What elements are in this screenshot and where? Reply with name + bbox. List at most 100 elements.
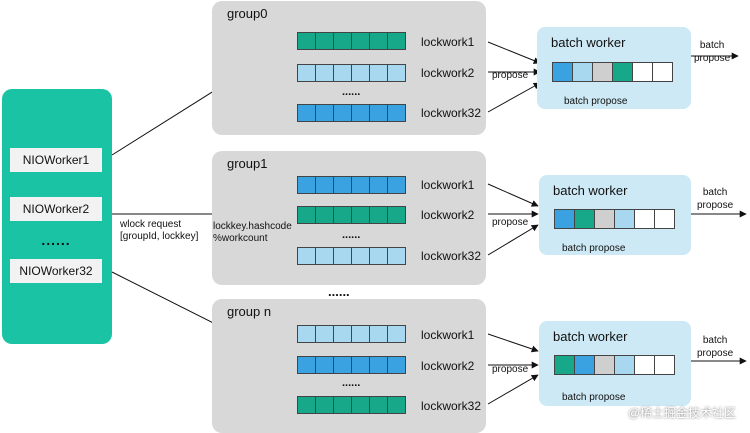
queue-cell [369,176,388,194]
queue-row [297,325,406,343]
queue-cell [369,396,388,414]
batch-output-n: batch propose [697,334,733,360]
batch-cell [552,62,573,82]
group-n: group n lockwork1 lockwork2 ...... lockw… [212,299,486,433]
propose-label-n: propose [492,364,529,375]
queue-cell [297,247,316,265]
lockwork-label: lockwork2 [421,66,475,80]
queue-cell [369,325,388,343]
queue-cell [315,325,334,343]
queue-cell [387,206,406,224]
lockwork-label: lockwork1 [421,35,475,49]
lockwork-label: lockwork1 [421,328,475,342]
batch-output-line2: propose [697,200,734,211]
batch-cell [554,355,575,375]
queue-cell [333,32,352,50]
batch-cell [654,355,675,375]
queue-cell [333,176,352,194]
between-groups-ellipsis: ...... [328,284,350,299]
batch-cells [554,355,675,375]
queue-cell [315,64,334,82]
queue-cell [369,206,388,224]
batch-cells [552,62,673,82]
batch-cells [554,209,675,229]
queue-cell [351,396,370,414]
nio-worker-panel: NIOWorker1 NIOWorker2 ...... NIOWorker32 [2,89,112,344]
queue-cell [387,396,406,414]
queue-cell [387,32,406,50]
queue-row [297,396,406,414]
lockwork-label: lockwork2 [421,359,475,373]
batch-cell [572,62,593,82]
queue-row [297,247,406,265]
arrow-g1-r3 [487,224,539,256]
queue-cell [369,247,388,265]
hash-label-line1: lockkey.hashcode [213,221,292,232]
queue-cell [369,32,388,50]
batch-propose-label: batch propose [562,392,626,403]
group-ellipsis: ...... [342,229,361,241]
queue-cell [351,176,370,194]
queue-cell [333,396,352,414]
batch-cell [614,355,635,375]
request-label-line1: wlock request [120,219,182,230]
batch-worker-title: batch worker [553,183,628,198]
group-title: group1 [227,156,268,171]
nio-ellipsis: ...... [41,232,71,248]
queue-cell [351,356,370,374]
queue-cell [297,104,316,122]
queue-cell [315,104,334,122]
group-ellipsis: ...... [342,86,361,98]
queue-cell [351,104,370,122]
request-label: wlock request [groupId, lockkey] [120,219,198,243]
queue-row [297,104,406,122]
queue-cell [351,64,370,82]
batch-cell [574,209,595,229]
nio-worker-2: NIOWorker2 [10,197,102,221]
batch-cell [634,355,655,375]
queue-cell [315,206,334,224]
queue-cell [297,64,316,82]
queue-row [297,356,406,374]
lockwork-label: lockwork1 [421,178,475,192]
batch-cell [614,209,635,229]
queue-row [297,32,406,50]
lockwork-label: lockwork32 [421,106,482,120]
queue-cell [315,176,334,194]
arrow-gn-r3 [487,374,539,405]
queue-cell [369,64,388,82]
group-title: group0 [227,6,268,21]
hash-label-line2: %workcount [213,233,268,244]
queue-cell [387,325,406,343]
batch-output-line2: propose [694,53,731,64]
queue-cell [297,206,316,224]
queue-cell [297,396,316,414]
queue-cell [333,104,352,122]
queue-row [297,176,406,194]
watermark: @稀土掘金技术社区 [627,406,736,420]
arrow-g0-r3 [487,82,541,113]
batch-propose-label: batch propose [564,96,628,107]
batch-worker-n: batch worker batch propose [539,321,691,406]
lockwork-label: lockwork2 [421,208,475,222]
batch-worker-1: batch worker batch propose [539,175,691,255]
queue-cell [387,104,406,122]
batch-cell [654,209,675,229]
lockwork-label: lockwork32 [421,399,482,413]
propose-label-0: propose [492,70,529,81]
queue-cell [333,64,352,82]
batch-output-1: batch propose [697,186,733,212]
batch-propose-label: batch propose [562,243,626,254]
queue-cell [387,64,406,82]
arrow-g0-r1 [487,41,541,64]
queue-row [297,64,406,82]
queue-cell [369,104,388,122]
queue-cell [387,176,406,194]
queue-cell [351,206,370,224]
batch-output-line2: propose [697,348,734,359]
lockwork-label: lockwork32 [421,249,482,263]
batch-cell [574,355,595,375]
queue-cell [297,356,316,374]
nio-worker-1: NIOWorker1 [10,148,102,172]
batch-output-line1: batch [699,40,725,51]
